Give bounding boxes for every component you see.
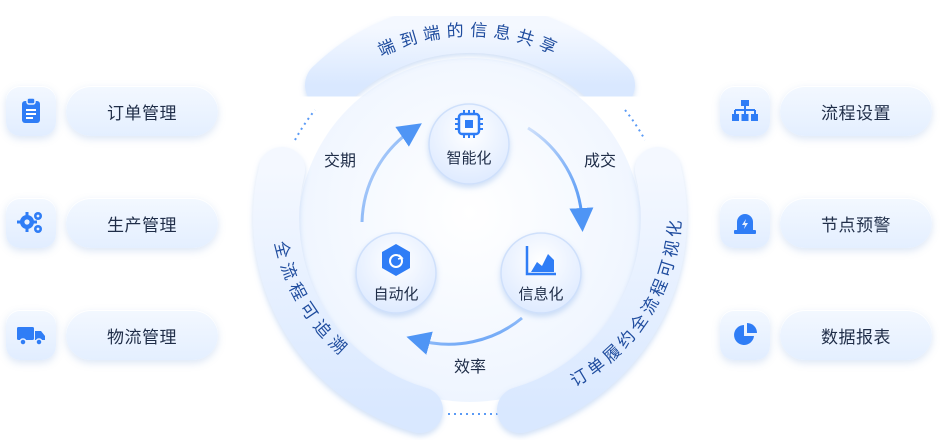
chip-icon (455, 110, 483, 138)
cycle-arrow-right (527, 126, 594, 232)
left-item-production-label: 生产管理 (66, 198, 218, 248)
node-intelligent: 智能化 (428, 103, 510, 185)
node-informatization: 信息化 (500, 232, 582, 314)
org-chart-icon (720, 86, 770, 136)
arc-band-top (305, 2, 635, 110)
pie-chart-icon (720, 310, 770, 360)
area-chart-icon (525, 246, 556, 276)
dotted-connector-left (294, 109, 316, 141)
alarm-icon (720, 198, 770, 248)
right-item-data-report-label: 数据报表 (780, 310, 932, 360)
node-informatization-label: 信息化 (518, 285, 563, 303)
arc-band-left (253, 147, 443, 433)
clipboard-icon (6, 86, 56, 136)
gears-icon (6, 198, 56, 248)
left-item-order-label: 订单管理 (66, 86, 218, 136)
node-intelligent-label: 智能化 (446, 149, 491, 167)
cycle-label-deal: 成交 (584, 151, 616, 170)
truck-icon (6, 310, 56, 360)
cycle-arrow-left (360, 123, 422, 223)
arc-band-right (497, 147, 687, 433)
node-automation-label: 自动化 (373, 285, 418, 303)
automation-cube-icon (382, 244, 410, 276)
cycle-label-efficiency: 效率 (454, 357, 486, 376)
node-automation: 自动化 (355, 232, 437, 314)
right-item-process-settings-label: 流程设置 (780, 86, 932, 136)
cycle-label-delivery: 交期 (324, 151, 356, 170)
left-item-logistics-label: 物流管理 (66, 310, 218, 360)
right-item-node-alert-label: 节点预警 (780, 198, 932, 248)
cycle-arrow-bottom (406, 316, 523, 355)
dotted-connector-right (624, 109, 646, 141)
inner-circle (298, 58, 642, 402)
